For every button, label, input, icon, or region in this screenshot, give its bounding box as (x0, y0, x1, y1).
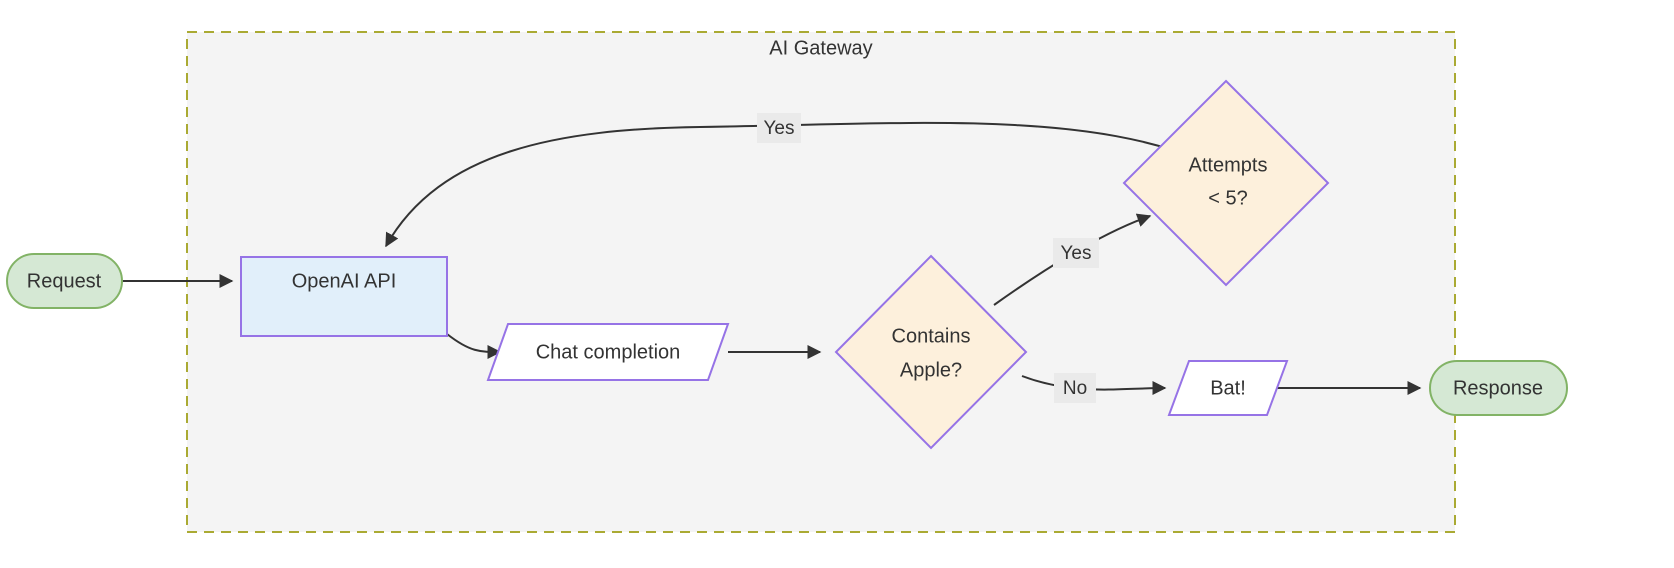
node-chat-completion-label: Chat completion (536, 341, 681, 363)
edge-attempts-to-openai (385, 121, 1201, 248)
node-request-shape (6, 253, 123, 309)
node-contains-apple-label-line1: Contains (892, 325, 971, 347)
node-bat[interactable]: Bat! (1167, 360, 1289, 416)
edge-label-contains-no-bg (1054, 373, 1096, 403)
edge-label-contains-yes: Yes (1053, 238, 1099, 268)
node-contains-apple-shape (834, 254, 1028, 450)
node-request-label: Request (27, 270, 102, 292)
edge-label-attempts-yes: Yes (757, 113, 801, 143)
node-openai-api[interactable]: OpenAI API (240, 256, 448, 337)
node-attempts-shape (1122, 79, 1330, 287)
edge-label-contains-yes-text: Yes (1061, 243, 1092, 264)
edge-label-contains-no: No (1054, 373, 1096, 403)
node-attempts-label-line2: < 5? (1208, 187, 1247, 209)
edge-label-contains-no-text: No (1063, 378, 1087, 399)
node-response[interactable]: Response (1429, 360, 1568, 416)
edge-openai-to-chat (446, 333, 502, 359)
node-openai-api-label: OpenAI API (292, 270, 397, 292)
edge-label-contains-yes-bg (1053, 238, 1099, 268)
node-bat-label: Bat! (1210, 377, 1246, 399)
subgraph-title: AI Gateway (769, 37, 872, 59)
node-openai-api-shape (240, 256, 448, 337)
node-response-shape (1429, 360, 1568, 416)
node-bat-shape (1167, 360, 1289, 416)
edge-contains-to-bat (1021, 375, 1167, 396)
node-contains-apple-label-line2: Apple? (900, 359, 962, 381)
edge-label-attempts-yes-text: Yes (764, 118, 795, 139)
node-response-label: Response (1453, 377, 1543, 399)
node-attempts-label-line1: Attempts (1189, 154, 1268, 176)
node-chat-completion-shape (486, 323, 730, 381)
node-request[interactable]: Request (6, 253, 123, 309)
node-attempts[interactable]: Attempts < 5? (1122, 79, 1330, 287)
node-chat-completion[interactable]: Chat completion (486, 323, 730, 381)
node-contains-apple[interactable]: Contains Apple? (834, 254, 1028, 450)
edge-label-attempts-yes-bg (757, 113, 801, 143)
